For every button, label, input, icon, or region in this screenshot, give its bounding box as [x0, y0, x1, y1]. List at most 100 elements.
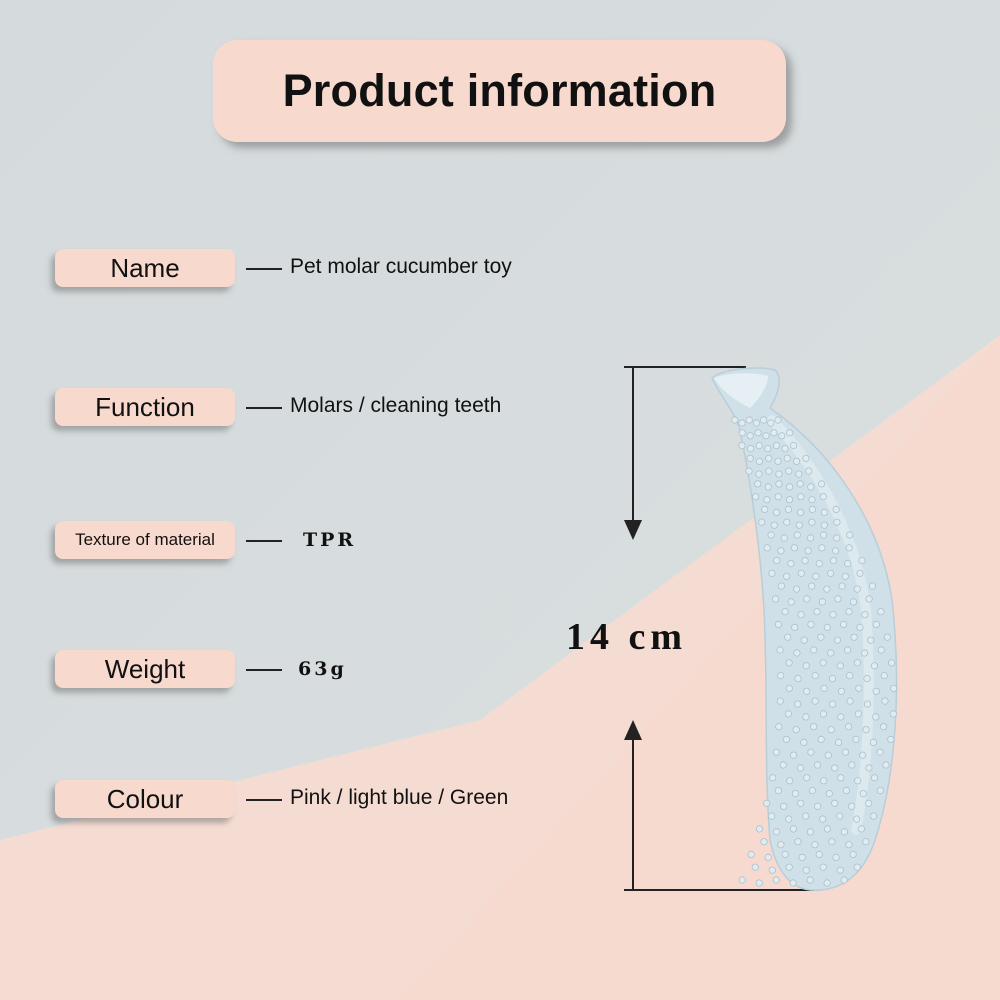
toy-bump	[857, 825, 866, 833]
toy-bump	[870, 774, 879, 782]
toy-bump	[800, 636, 808, 644]
toy-bump	[802, 713, 810, 721]
toy-bump	[845, 841, 853, 849]
connector-dash	[246, 407, 282, 409]
toy-bump	[768, 569, 776, 577]
toy-bump	[755, 470, 763, 478]
toy-bump	[818, 544, 826, 552]
toy-bump	[819, 710, 828, 718]
toy-bump	[872, 620, 880, 629]
toy-bump	[820, 684, 828, 692]
toy-bump	[772, 876, 780, 884]
toy-bump	[854, 710, 862, 718]
toy-bump	[789, 825, 798, 833]
toy-bump	[783, 518, 791, 526]
toy-bump	[845, 608, 853, 616]
toy-bump	[777, 841, 785, 849]
toy-bump	[863, 700, 872, 708]
toy-bump	[839, 620, 848, 629]
toy-bump	[806, 876, 814, 884]
toy-bump	[810, 646, 818, 654]
connector-dash	[246, 669, 282, 671]
toy-bump	[819, 659, 827, 667]
toy-bump	[789, 879, 797, 887]
toy-bump	[826, 569, 835, 577]
toy-bump	[769, 774, 777, 782]
toy-bump	[745, 416, 753, 424]
label-name: Name	[110, 252, 180, 283]
toy-bump	[789, 751, 798, 759]
toy-bump	[817, 633, 825, 641]
label-pill-function: Function	[55, 388, 235, 426]
toy-bump	[768, 812, 776, 820]
toy-bump	[838, 582, 846, 590]
toy-bump	[792, 585, 801, 593]
toy-bump	[853, 863, 861, 871]
toy-bump	[780, 534, 788, 542]
label-pill-material: Texture of material	[55, 521, 235, 559]
toy-bump	[774, 416, 782, 424]
toy-bump	[811, 841, 819, 849]
toy-bump	[777, 547, 785, 555]
toy-bump	[772, 828, 781, 836]
toy-bump	[813, 761, 822, 769]
toy-bump	[820, 508, 828, 517]
toy-bump	[803, 687, 811, 695]
toy-bump	[746, 454, 754, 462]
toy-bump	[881, 697, 889, 705]
toy-bump	[850, 633, 858, 641]
toy-bump	[808, 582, 816, 590]
toy-bump	[834, 595, 842, 603]
toy-bump	[784, 633, 792, 641]
toy-bump	[889, 710, 897, 718]
toy-bump	[879, 723, 888, 731]
toy-bump	[775, 480, 783, 488]
toy-bump	[746, 444, 755, 453]
toy-bump	[887, 659, 896, 667]
toy-bump	[837, 713, 845, 721]
toy-bump	[801, 556, 809, 565]
label-colour: Colour	[106, 783, 184, 814]
toy-bump	[785, 863, 793, 871]
toy-bump	[793, 531, 801, 539]
toy-bump	[797, 569, 805, 577]
toy-bump	[836, 866, 844, 874]
toy-bump	[785, 684, 793, 692]
toy-bump	[794, 700, 802, 708]
toy-bump	[846, 531, 854, 539]
toy-bump	[852, 735, 860, 744]
toy-bump	[823, 879, 831, 887]
toy-bump	[755, 879, 763, 887]
connector-dash	[246, 799, 282, 801]
toy-bump	[862, 838, 870, 846]
toy-bump	[767, 531, 775, 539]
toy-bump	[777, 582, 786, 590]
toy-bump	[731, 416, 739, 424]
toy-bump	[755, 825, 764, 833]
label-weight: Weight	[104, 653, 186, 684]
toy-bump	[777, 671, 785, 680]
toy-bump	[797, 493, 805, 501]
toy-bump	[823, 825, 832, 833]
toy-bump	[790, 544, 799, 552]
toy-bump	[774, 493, 782, 501]
toy-bump	[832, 505, 840, 513]
toy-bump	[860, 649, 869, 657]
label-pill-name: Name	[55, 249, 235, 287]
toy-bump	[772, 441, 781, 450]
toy-bump	[837, 687, 846, 695]
toy-bump	[771, 595, 780, 603]
value-name: Pet molar cucumber toy	[290, 255, 512, 278]
toy-bump	[882, 761, 890, 769]
toy-bump	[807, 483, 815, 491]
toy-bump	[786, 777, 794, 785]
toy-bump	[762, 432, 770, 440]
toy-bump	[798, 853, 806, 862]
toy-bump	[754, 429, 762, 437]
toy-bump	[829, 556, 838, 565]
toy-bump	[779, 761, 787, 769]
toy-bump	[764, 483, 772, 491]
toy-bump	[746, 432, 754, 440]
toy-bump	[764, 444, 772, 453]
toy-bump	[792, 726, 800, 734]
